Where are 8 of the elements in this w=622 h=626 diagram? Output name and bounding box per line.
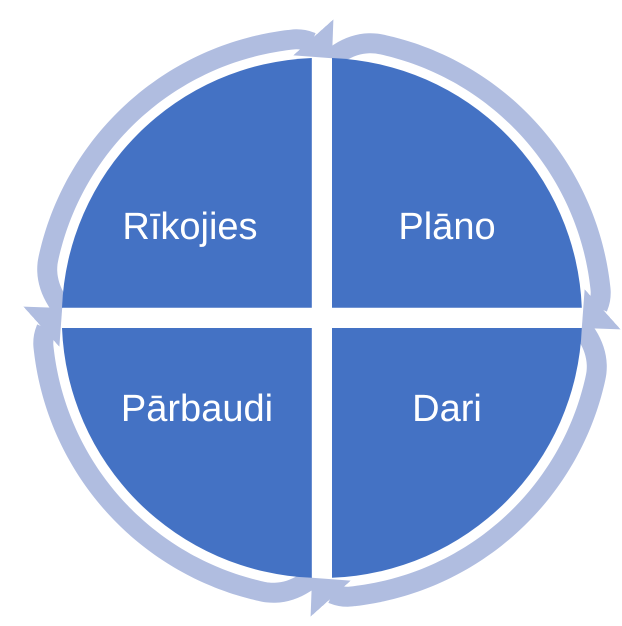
quarter-circle-segment [332, 58, 582, 308]
node-label: Rīkojies [122, 207, 258, 249]
quarter-circle-segment [62, 328, 312, 578]
quarter-circle-segment [62, 58, 312, 308]
node-label: Dari [412, 389, 482, 431]
quarter-circle-segment [332, 328, 582, 578]
node-label: Plāno [398, 207, 496, 249]
node-label: Pārbaudi [120, 389, 274, 431]
